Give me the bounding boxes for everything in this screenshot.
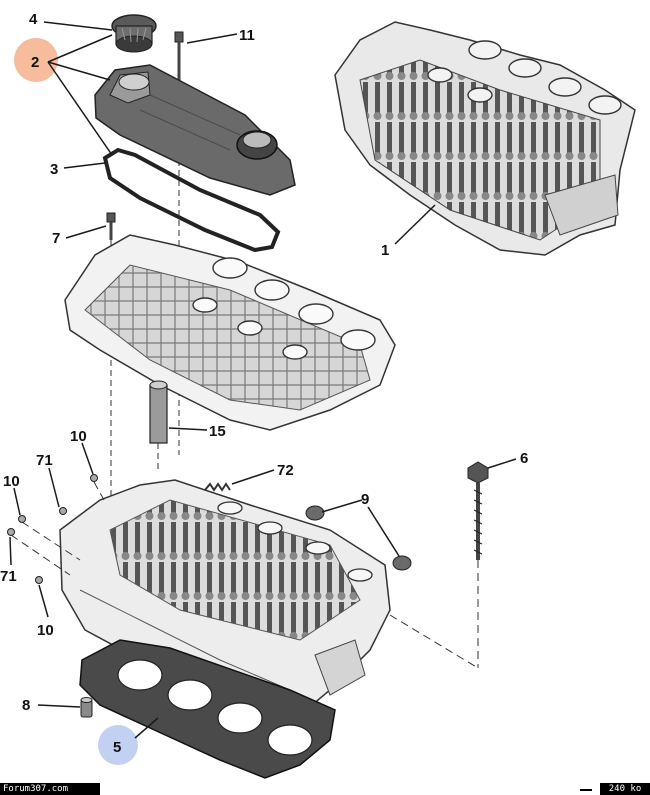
part-plugs-9: [305, 505, 412, 571]
label-part-5: 5: [113, 739, 121, 756]
label-part-8: 8: [22, 697, 30, 714]
footer-divider: [580, 789, 592, 791]
label-part-1: 1: [381, 242, 389, 259]
label-part-71-left: 71: [0, 568, 17, 585]
highlight-circle-5: [98, 725, 138, 765]
part-spring-72: [204, 482, 231, 492]
part-head-bolt-6: [467, 461, 489, 668]
leader-lines: [9, 21, 517, 739]
part-dowel-pin-8: [80, 697, 93, 718]
part-cylinder-head-assembly: [334, 21, 636, 256]
label-part-10-left: 10: [3, 473, 20, 490]
part-dowels: [7, 474, 98, 584]
label-part-4: 4: [29, 11, 38, 28]
highlight-circle-2: [14, 38, 58, 82]
label-part-10-top: 10: [70, 428, 87, 445]
label-part-15: 15: [209, 423, 226, 440]
label-part-71-top: 71: [36, 452, 53, 469]
part-camshaft-carrier: [64, 234, 396, 431]
label-part-11: 11: [239, 27, 255, 44]
label-part-7: 7: [52, 230, 60, 247]
label-part-6: 6: [520, 450, 528, 467]
alignment-lines: [10, 481, 479, 669]
part-cylinder-head-cover: [94, 64, 296, 196]
footer-size-bar: 240 ko: [600, 783, 650, 795]
label-part-10-bottom: 10: [37, 622, 54, 639]
part-cover-gasket: [102, 147, 281, 253]
label-part-72: 72: [277, 462, 294, 479]
footer-source-bar: Forum307.com: [0, 783, 100, 795]
part-head-gasket: [79, 639, 336, 779]
label-part-9: 9: [361, 491, 369, 508]
part-sleeve-15: [149, 380, 168, 470]
part-oil-filler-cap: [111, 14, 157, 53]
label-part-3: 3: [50, 161, 58, 178]
label-part-2: 2: [31, 54, 39, 71]
